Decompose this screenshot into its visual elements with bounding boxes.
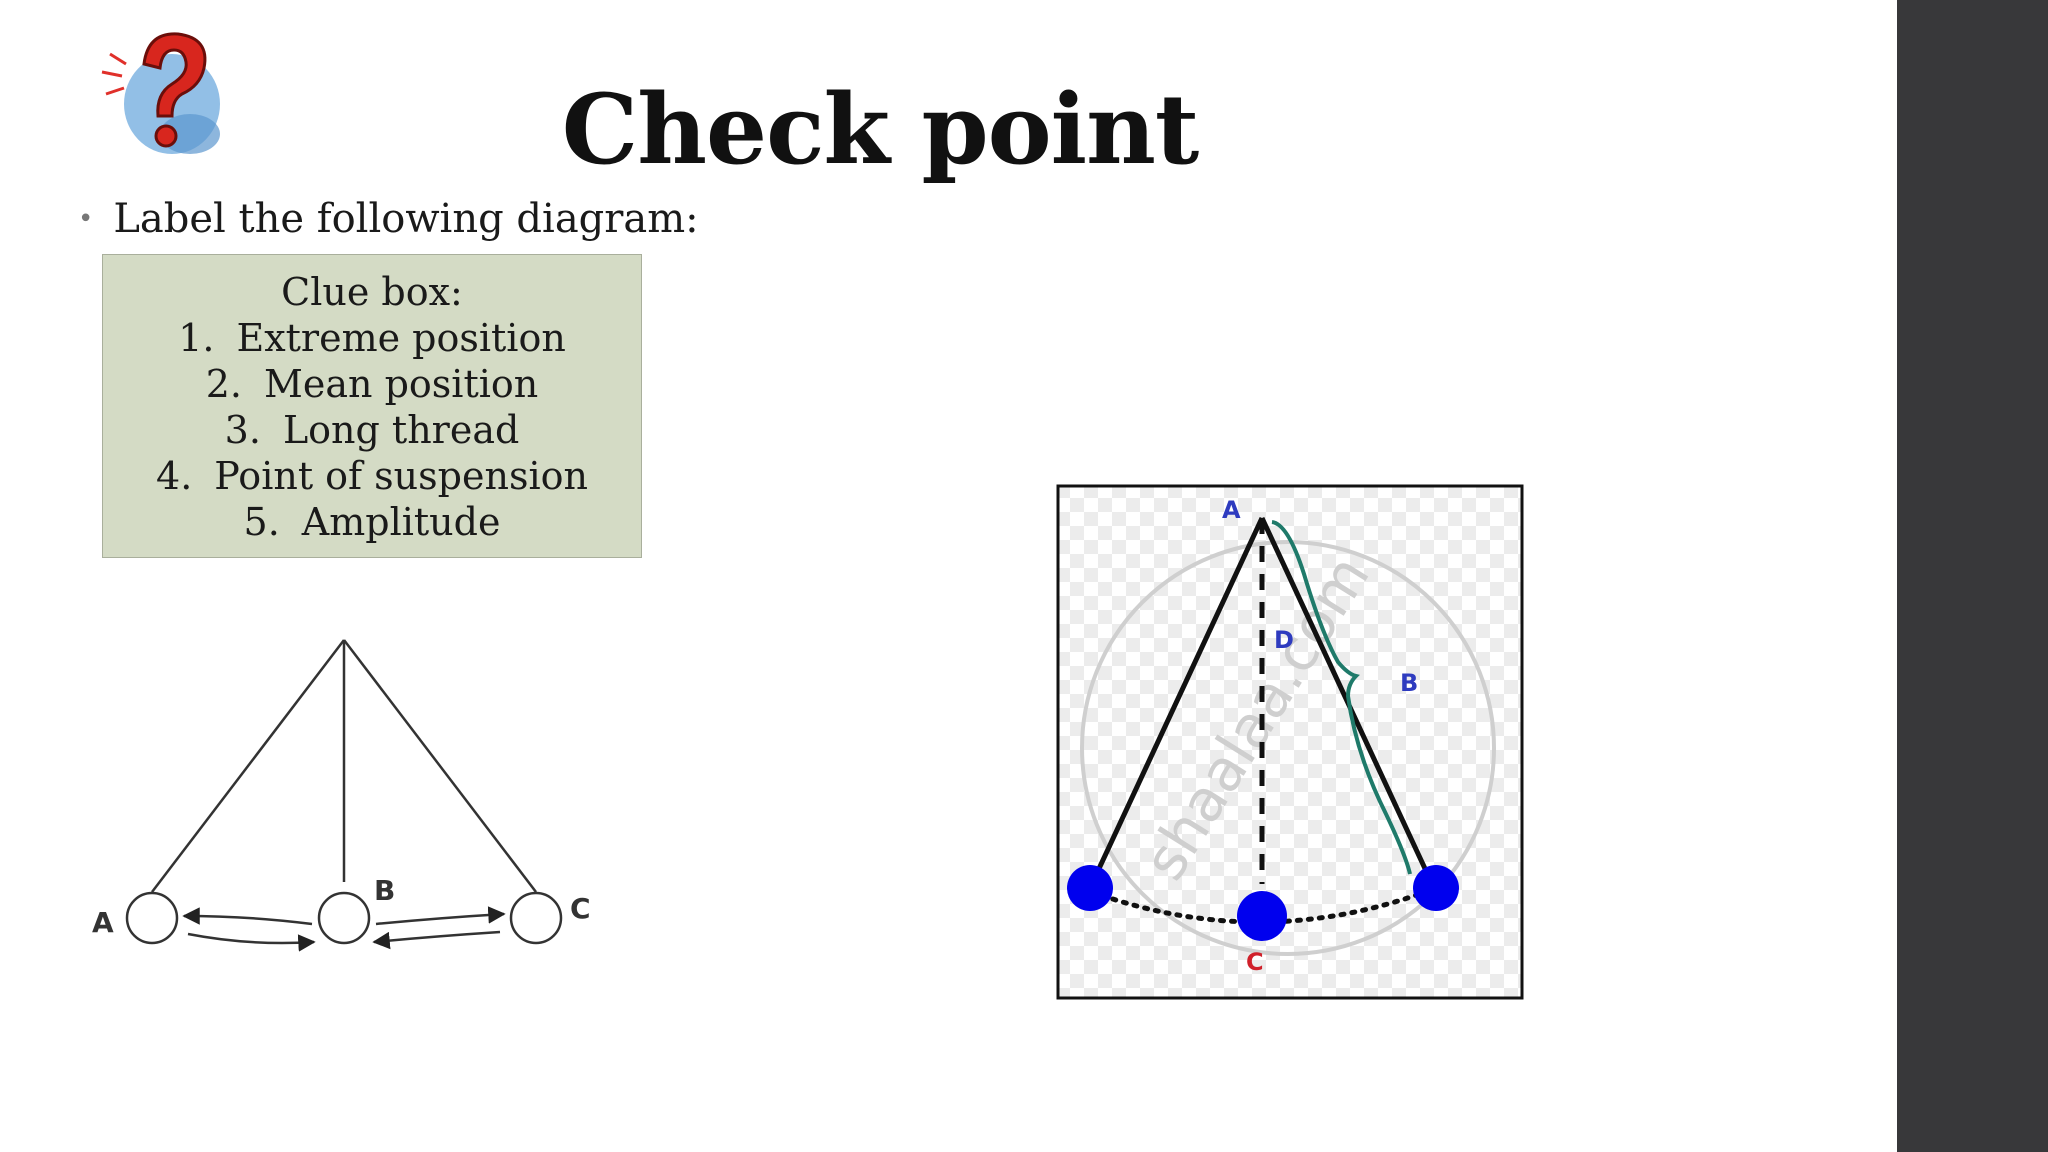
right-sidebar: [1897, 0, 2048, 1152]
clue-item: 4.Point of suspension: [156, 454, 588, 498]
clue-box: Clue box: 1.Extreme position 2.Mean posi…: [102, 254, 642, 558]
bob-left: [1067, 865, 1113, 911]
label-c: C: [570, 892, 591, 925]
arrow-b-to-a: [182, 907, 313, 926]
arrow-a-to-b: [187, 932, 316, 952]
label-b: B: [374, 874, 395, 907]
label-a: A: [92, 906, 114, 939]
bob-b: [317, 891, 371, 945]
label-d: D: [1274, 626, 1294, 654]
bob-a: [125, 891, 179, 945]
thread-left: [151, 639, 345, 893]
clue-item: 3.Long thread: [224, 408, 520, 452]
thread-left: [1087, 516, 1265, 890]
question-mark-icon: [101, 32, 220, 154]
instruction-bullet: • Label the following diagram:: [78, 196, 699, 242]
arrow-c-to-b: [372, 930, 501, 950]
clue-item: 2.Mean position: [205, 362, 539, 406]
instruction-text: Label the following diagram:: [113, 196, 699, 242]
clue-item: 1.Extreme position: [178, 316, 566, 360]
label-b: B: [1400, 669, 1418, 697]
bob-mean: [1237, 891, 1287, 941]
thread-right: [343, 639, 537, 893]
bob-right: [1413, 865, 1459, 911]
thread-length-brace: [1271, 520, 1412, 875]
pendulum-diagram-left: A B C: [92, 639, 591, 952]
bullet-dot: •: [78, 204, 94, 234]
clue-box-title: Clue box:: [281, 270, 463, 314]
arrow-b-to-c: [375, 906, 506, 926]
clue-list: 1.Extreme position 2.Mean position 3.Lon…: [103, 315, 641, 545]
clue-item: 5.Amplitude: [243, 500, 501, 544]
label-a: A: [1222, 496, 1241, 524]
slide: Check point • Label the following diagra…: [78, 32, 1524, 1000]
pendulum-diagram-right: shaalaa.com A D B C: [1056, 484, 1524, 1000]
bob-c: [509, 891, 563, 945]
slide-title: Check point: [561, 73, 1199, 186]
label-c: C: [1246, 948, 1264, 976]
